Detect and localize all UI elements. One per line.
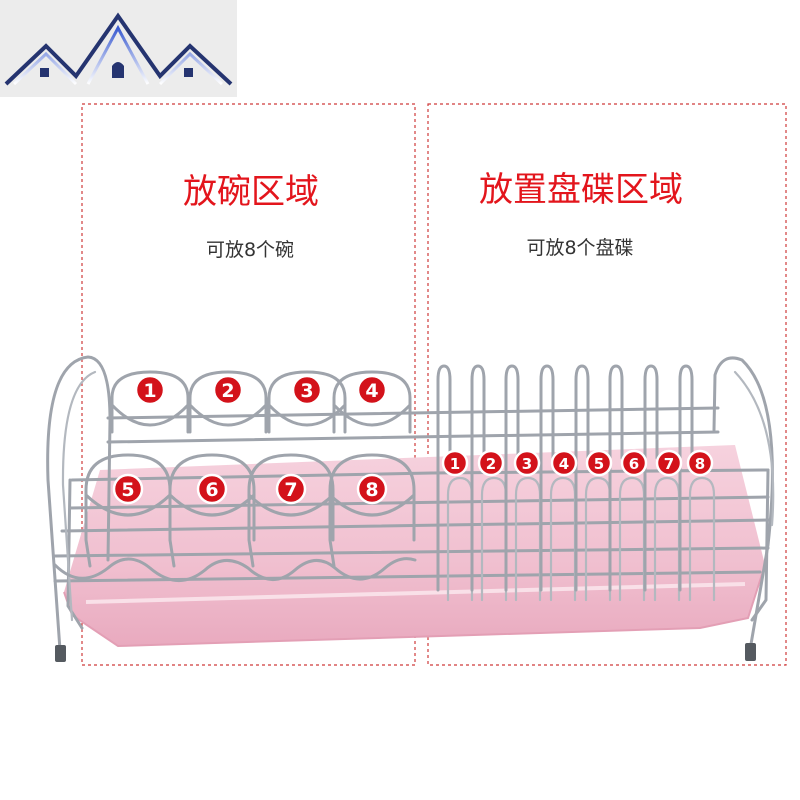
svg-text:1: 1 <box>143 380 156 402</box>
svg-text:2: 2 <box>486 455 496 473</box>
plate-markers: 1 2 3 4 5 6 7 8 <box>441 449 714 477</box>
svg-text:3: 3 <box>300 380 313 402</box>
bowl-zone-box <box>81 103 416 666</box>
plate-marker-4: 4 <box>550 449 578 477</box>
wavy-front-rail <box>53 557 417 582</box>
window-icon <box>40 68 49 77</box>
plate-marker-5: 5 <box>585 449 613 477</box>
plate-divider-back-8 <box>678 364 694 592</box>
bowl-marker-8: 8 <box>356 473 388 505</box>
plate-marker-7: 7 <box>655 449 683 477</box>
svg-text:5: 5 <box>121 479 134 501</box>
bowl-zone-subtitle: 可放8个碗 <box>206 239 294 261</box>
svg-text:7: 7 <box>664 455 674 473</box>
svg-text:4: 4 <box>559 455 569 473</box>
plate-divider-back-2 <box>470 364 486 592</box>
bowl-marker-2: 2 <box>212 374 244 406</box>
bowl-holder-back-4 <box>332 370 412 434</box>
bowl-marker-4: 4 <box>356 374 388 406</box>
plate-zone-subtitle: 可放8个盘碟 <box>526 237 633 259</box>
svg-text:6: 6 <box>629 455 639 473</box>
svg-text:8: 8 <box>695 455 705 473</box>
plate-divider-back-6 <box>608 364 624 592</box>
right-handle <box>712 356 775 652</box>
bowl-marker-7: 7 <box>275 473 307 505</box>
plate-divider-back-7 <box>643 364 659 592</box>
bowl-marker-1: 1 <box>134 374 166 406</box>
plate-divider-back-3 <box>504 364 520 592</box>
plate-marker-3: 3 <box>513 449 541 477</box>
plate-zone-title: 放置盘碟区域 <box>479 170 683 210</box>
bowl-holder-back-1 <box>110 370 190 434</box>
plate-divider-front-8 <box>688 476 716 602</box>
svg-text:2: 2 <box>221 380 234 402</box>
svg-text:8: 8 <box>365 479 378 501</box>
plate-divider-back-5 <box>574 364 590 592</box>
plate-divider-front-3 <box>514 476 542 602</box>
svg-text:6: 6 <box>205 479 218 501</box>
plate-marker-8: 8 <box>686 449 714 477</box>
plate-divider-front-6 <box>618 476 646 602</box>
bowl-marker-5: 5 <box>112 473 144 505</box>
dish-rack <box>46 355 775 662</box>
bowl-zone-title: 放碗区域 <box>183 172 319 212</box>
window-icon <box>112 62 124 78</box>
bowl-holder-back-3 <box>267 370 347 434</box>
svg-text:3: 3 <box>522 455 532 473</box>
plate-divider-front-7 <box>653 476 681 602</box>
window-icon <box>184 68 193 77</box>
right-foot <box>745 643 756 661</box>
bowl-holders <box>84 370 416 568</box>
plate-marker-6: 6 <box>620 449 648 477</box>
bowl-marker-6: 6 <box>196 473 228 505</box>
svg-text:7: 7 <box>284 479 297 501</box>
plate-dividers <box>436 364 716 602</box>
house-roofs-logo-icon <box>0 0 237 97</box>
svg-text:1: 1 <box>450 455 460 473</box>
svg-text:5: 5 <box>594 455 604 473</box>
plate-divider-front-4 <box>549 476 577 602</box>
left-handle <box>46 355 112 652</box>
bowl-holder-back-2 <box>188 370 268 434</box>
plate-zone-box <box>427 103 787 666</box>
left-foot <box>55 645 66 662</box>
bowl-holder-front-1 <box>84 453 172 568</box>
plate-divider-back-1 <box>436 364 452 592</box>
plate-marker-1: 1 <box>441 449 469 477</box>
bowl-markers: 1 2 3 4 5 6 7 8 <box>112 374 388 505</box>
bowl-marker-3: 3 <box>291 374 323 406</box>
plate-marker-2: 2 <box>477 449 505 477</box>
svg-text:4: 4 <box>365 380 378 402</box>
bowl-holder-front-4 <box>328 453 416 568</box>
plate-divider-back-4 <box>539 364 555 592</box>
